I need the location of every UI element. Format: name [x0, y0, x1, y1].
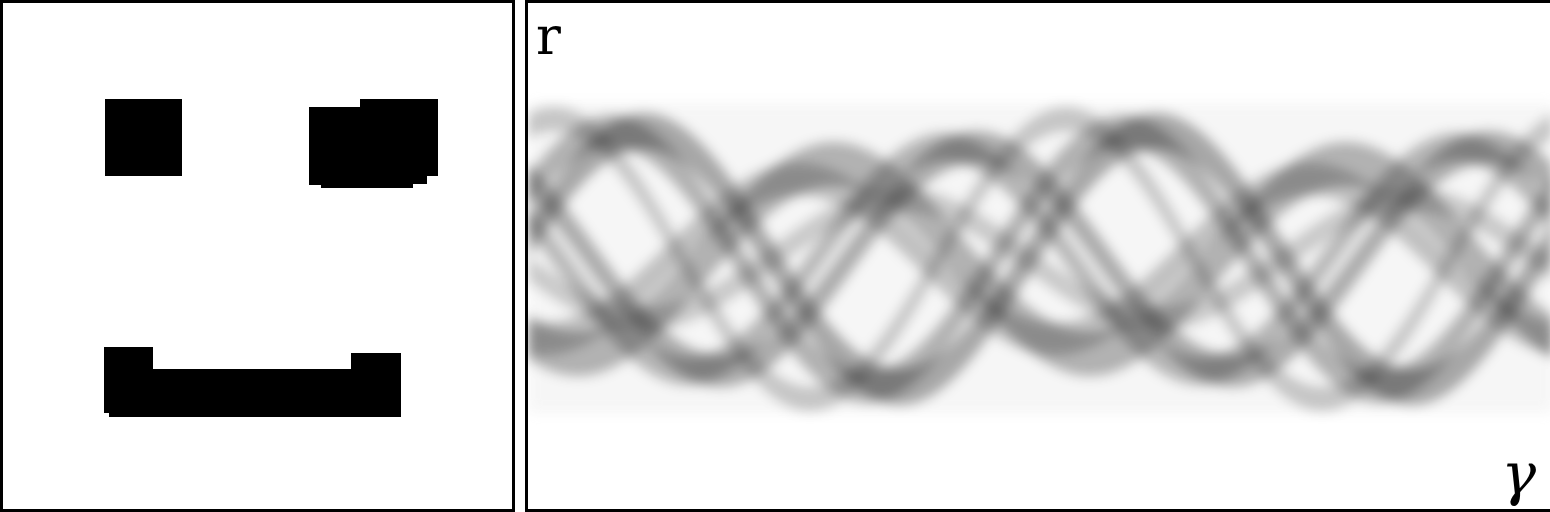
sinogram-band-4: [528, 133, 1550, 385]
left-eye: [105, 99, 182, 176]
r-axis-label: r: [536, 7, 561, 67]
mouth: [104, 347, 401, 417]
gamma-axis-label: γ: [1501, 440, 1536, 508]
sinogram-plot: [528, 103, 1550, 413]
sinogram-band-8: [528, 187, 1550, 331]
input-image-panel: [0, 0, 515, 512]
smiley-face-image: [104, 99, 438, 417]
sinogram-band-5: [528, 142, 1550, 376]
right-eye: [309, 99, 438, 188]
sinogram-panel: r γ: [525, 0, 1550, 512]
